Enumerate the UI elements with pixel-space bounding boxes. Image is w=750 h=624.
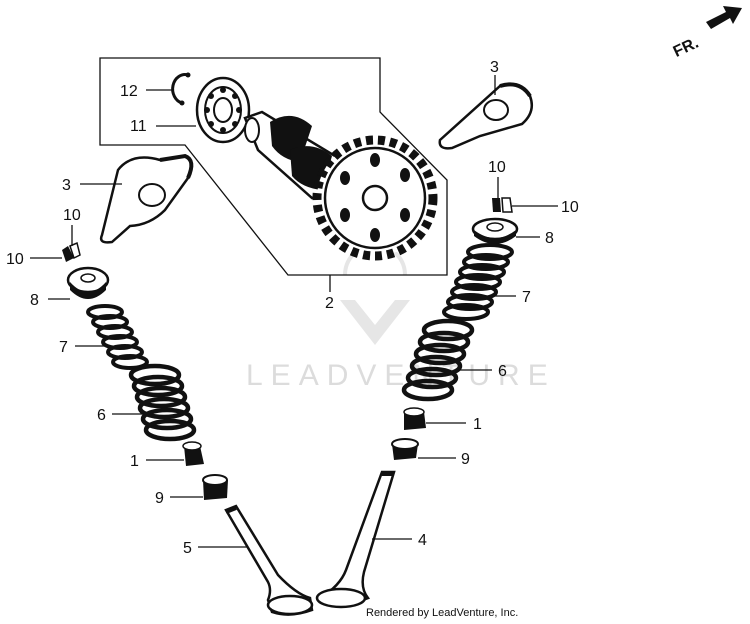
callout-1-right: 1 (473, 416, 482, 433)
stem-seal-right-part (403, 407, 426, 430)
front-direction-indicator: FR. (671, 6, 742, 61)
inner-spring-right-part (442, 243, 514, 321)
camshaft-assembly-outline (99, 57, 448, 276)
circlip-part (171, 73, 189, 105)
exhaust-valve-part (224, 504, 314, 616)
callout-8-left: 8 (30, 292, 39, 309)
cam-sprocket-part (312, 135, 438, 261)
callout-8-right: 8 (545, 230, 554, 247)
callout-2: 2 (325, 295, 334, 312)
callout-6-right: 6 (498, 363, 507, 380)
callout-7-right: 7 (522, 289, 531, 306)
spring-retainer-left-part (66, 266, 110, 299)
front-direction-label: FR. (671, 35, 702, 61)
outer-spring-right-part (401, 318, 475, 402)
bearing-part (195, 76, 251, 144)
front-arrow-icon (706, 6, 742, 29)
rocker-arm-right-part (438, 82, 533, 150)
callout-6-left: 6 (97, 407, 106, 424)
watermark-logo-icon (340, 300, 410, 345)
callout-10-right: 10 (561, 199, 579, 216)
leader-lines (30, 75, 558, 548)
callout-10-right-top: 10 (488, 159, 506, 176)
valve-cotters-left-part (62, 241, 81, 262)
callout-9-left: 9 (155, 490, 164, 507)
spring-seat-right-part (391, 438, 419, 460)
outer-spring-left-part (128, 363, 197, 442)
render-credit: Rendered by LeadVenture, Inc. (366, 607, 519, 619)
valve-cotters-right-part (492, 197, 513, 213)
spring-seat-left-part (202, 474, 228, 500)
rocker-arm-left-part (99, 153, 194, 244)
stem-seal-left-part (182, 441, 204, 466)
callout-10-left-top: 10 (63, 207, 81, 224)
callout-4: 4 (418, 532, 427, 549)
callout-3-left: 3 (62, 177, 71, 194)
callout-5: 5 (183, 540, 192, 557)
watermark-text: LEADVENTURE (246, 359, 556, 392)
callout-9-right: 9 (461, 451, 470, 468)
intake-valve-part (315, 470, 396, 609)
callout-1-left: 1 (130, 453, 139, 470)
callout-3-right: 3 (490, 59, 499, 76)
callout-7-left: 7 (59, 339, 68, 356)
spring-retainer-right-part (471, 217, 519, 244)
watermark: LEADVENTURE (246, 243, 556, 392)
callout-12: 12 (120, 83, 138, 100)
callout-11: 11 (130, 118, 147, 135)
callout-10-left: 10 (6, 251, 24, 268)
inner-spring-left-part (86, 304, 149, 370)
